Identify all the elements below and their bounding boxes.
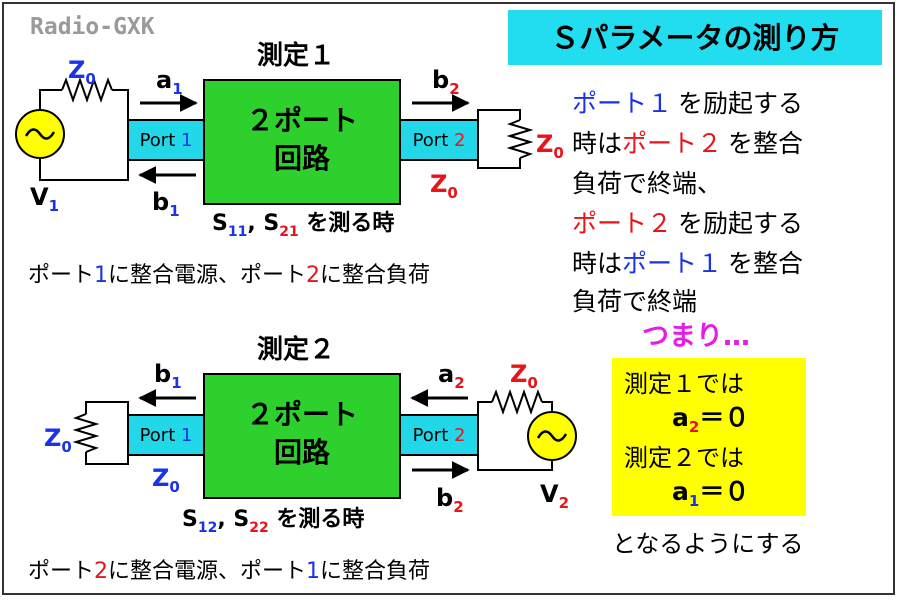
- watermark: Radio-GXK: [30, 14, 155, 40]
- m2-b1: b1: [154, 360, 182, 392]
- m1-wire: [39, 158, 129, 181]
- m2-z-out: Z0: [152, 464, 180, 496]
- m1-b2: b2: [432, 66, 460, 98]
- m1-wire: [477, 158, 521, 169]
- m2-block-line2: 回路: [274, 436, 331, 469]
- m2-z-source: Z0: [510, 360, 538, 392]
- m2-port1-label: Port 1: [140, 425, 193, 446]
- summary-footer: となるようにする: [612, 530, 804, 558]
- measurement-1: 測定１ Port 1 ２ポート 回路 Port 2 Z0 a1 b2 b1 V1…: [15, 40, 564, 288]
- m1-wire: [477, 109, 521, 120]
- m1-wire: [112, 89, 129, 120]
- m1-s-params: S11, S21 を測る時: [212, 211, 394, 240]
- m2-caption: ポート2に整合電源、ポート1に整合負荷: [28, 559, 430, 584]
- m1-two-port-block: [203, 79, 401, 205]
- m2-port2-box: [399, 414, 479, 456]
- summary: つまり… 測定１では a2＝０ 測定２では a1＝０ となるようにする: [612, 321, 806, 558]
- m2-v2: V2: [540, 480, 569, 512]
- sine-icon: [536, 430, 568, 442]
- m1-b1: b1: [152, 188, 180, 220]
- summary-box: [612, 358, 806, 516]
- m2-block-line1: ２ポート: [246, 398, 358, 431]
- m2-two-port-block: [203, 373, 401, 499]
- m1-port2-box: [399, 119, 479, 161]
- measurement-2: 測定２ Port 1 ２ポート 回路 Port 2 b1 a2 Z0 Z0 Z0…: [28, 334, 577, 584]
- summary-eq1: a2＝０: [672, 403, 749, 436]
- m1-z-load: Z0: [536, 130, 564, 162]
- summary-heading: つまり…: [642, 321, 750, 352]
- title: Ｓパラメータの測り方: [550, 21, 839, 55]
- m2-wire: [85, 401, 129, 415]
- m1-source-resistor: [61, 76, 113, 104]
- m1-z-out: Z0: [430, 170, 458, 202]
- m1-v1: V1: [30, 183, 59, 215]
- summary-eq2: a1＝０: [672, 477, 749, 510]
- m1-port1-label: Port 1: [140, 130, 193, 151]
- m2-wire: [477, 455, 553, 471]
- summary-measure2: 測定２では: [624, 444, 744, 472]
- m1-port2-label: Port 2: [413, 130, 466, 151]
- m1-load-resistor: [506, 119, 534, 159]
- sine-icon: [24, 128, 56, 140]
- m2-z-load: Z0: [44, 424, 72, 456]
- expl-line3: 負荷で終端、: [572, 169, 722, 198]
- m2-wire: [85, 452, 129, 465]
- m1-block-line2: 回路: [274, 142, 331, 175]
- m2-a2: a2: [438, 360, 465, 392]
- summary-measure1: 測定１では: [624, 370, 744, 398]
- m1-caption: ポート1に整合電源、ポート2に整合負荷: [28, 263, 430, 288]
- m1-z-source: Z0: [68, 56, 96, 88]
- measure1-heading: 測定１: [257, 40, 335, 71]
- expl-line6: 負荷で終端: [572, 287, 697, 316]
- m2-s-params: S12, S22 を測る時: [182, 507, 364, 536]
- m2-b2: b2: [436, 484, 464, 516]
- m1-wire: [39, 89, 62, 110]
- m2-wire: [542, 401, 553, 412]
- m2-load-resistor: [72, 413, 100, 453]
- m2-port2-label: Port 2: [413, 425, 466, 446]
- measure2-heading: 測定２: [257, 334, 335, 365]
- m2-wire: [477, 401, 492, 415]
- m1-block-line1: ２ポート: [246, 104, 358, 137]
- m2-source-resistor: [491, 388, 543, 416]
- title-box: [508, 10, 882, 65]
- m1-a1: a1: [156, 66, 183, 98]
